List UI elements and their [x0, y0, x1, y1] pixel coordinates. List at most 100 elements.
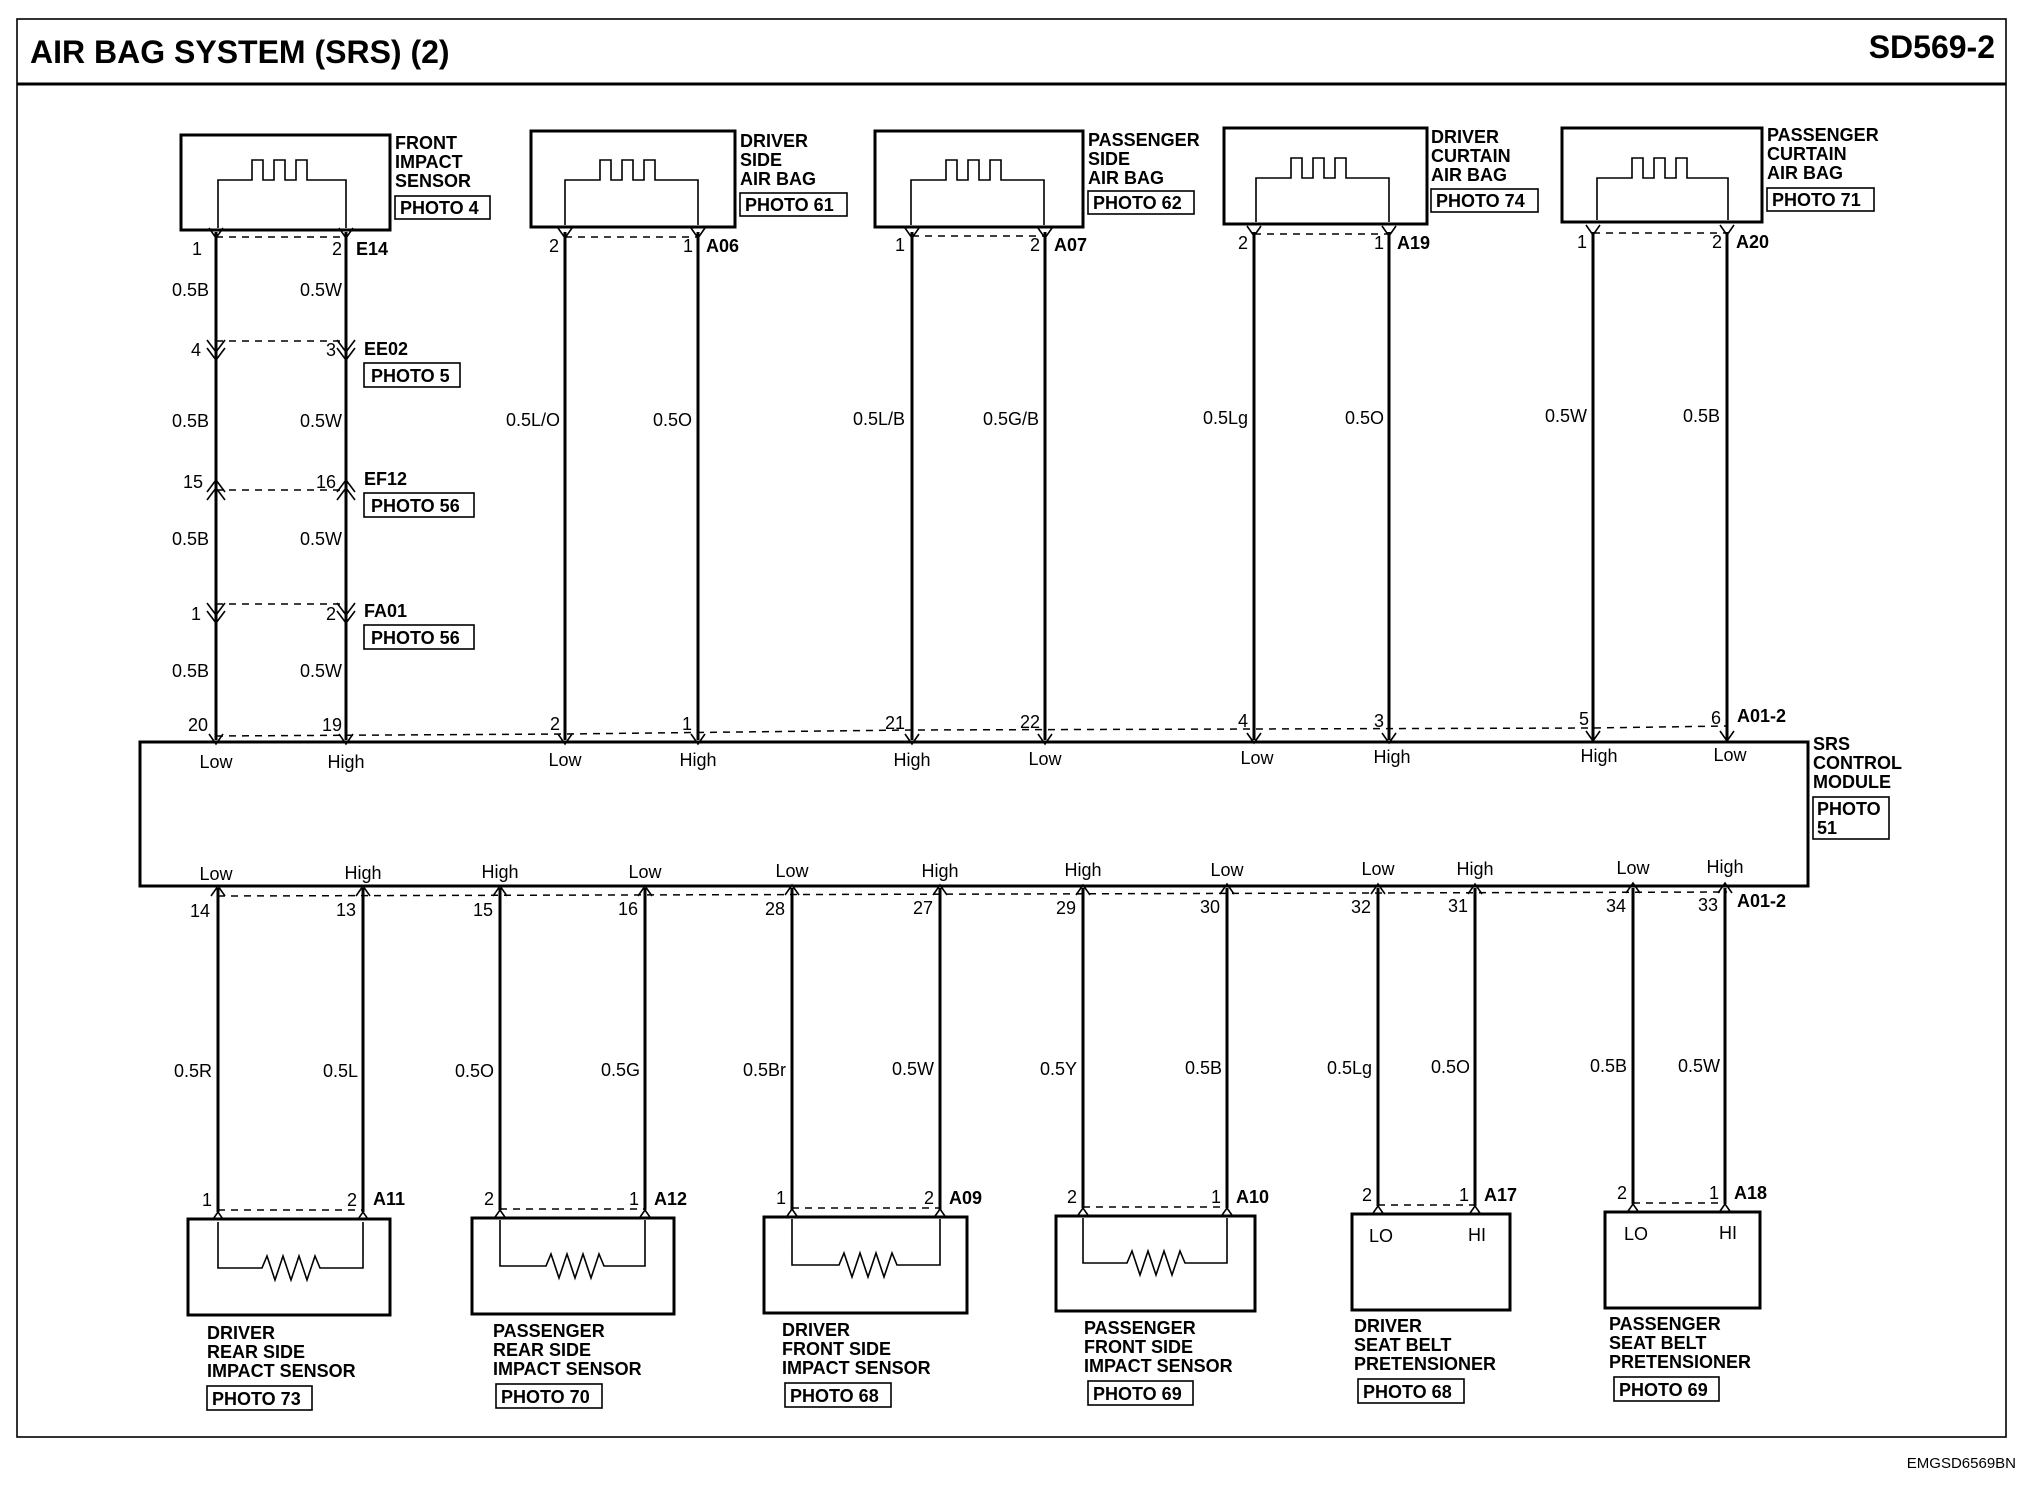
srs-control-module: SRS CONTROL MODULE PHOTO 51 A01-2 20 19 …: [138, 706, 1902, 921]
svg-text:PHOTO: PHOTO: [1817, 799, 1881, 819]
svg-text:High: High: [921, 861, 958, 881]
bottom-wire-labels: 0.5R 0.5L 0.5O 0.5G 0.5Br 0.5W 0.5Y 0.5B…: [174, 1056, 1720, 1081]
svg-text:MODULE: MODULE: [1813, 772, 1891, 792]
svg-text:5: 5: [1579, 709, 1589, 729]
page-code: SD569-2: [1869, 29, 1995, 65]
svg-text:2: 2: [1712, 232, 1722, 252]
svg-text:0.5W: 0.5W: [300, 411, 342, 431]
svg-text:PHOTO 69: PHOTO 69: [1619, 1380, 1708, 1400]
svg-text:CURTAIN: CURTAIN: [1431, 146, 1511, 166]
svg-text:Low: Low: [1028, 749, 1062, 769]
top-component-driver-curtain-air-bag: DRIVER CURTAIN AIR BAG PHOTO 74: [1222, 126, 1539, 226]
svg-text:0.5B: 0.5B: [172, 280, 209, 300]
svg-text:Low: Low: [775, 861, 809, 881]
svg-text:A10: A10: [1236, 1187, 1269, 1207]
svg-text:High: High: [327, 752, 364, 772]
svg-text:2: 2: [326, 604, 336, 624]
svg-text:A01-2: A01-2: [1737, 706, 1786, 726]
svg-text:PHOTO 73: PHOTO 73: [212, 1389, 301, 1409]
svg-text:A17: A17: [1484, 1185, 1517, 1205]
svg-text:PASSENGER: PASSENGER: [1609, 1314, 1721, 1334]
svg-text:High: High: [679, 750, 716, 770]
svg-text:Low: Low: [1713, 745, 1747, 765]
svg-text:0.5Lg: 0.5Lg: [1327, 1058, 1372, 1078]
svg-text:15: 15: [473, 900, 493, 920]
svg-text:DRIVER: DRIVER: [782, 1320, 850, 1340]
svg-text:30: 30: [1200, 897, 1220, 917]
svg-text:LO: LO: [1369, 1226, 1393, 1246]
svg-text:PHOTO 74: PHOTO 74: [1436, 191, 1525, 211]
bottom-component-passenger-rear-side-impact-sensor: 2 1 A12 PASSENGER REAR SIDE IMPACT SENSO…: [470, 1189, 687, 1409]
svg-text:0.5W: 0.5W: [300, 280, 342, 300]
footer-code: EMGSD6569BN: [1907, 1455, 2016, 1472]
svg-text:High: High: [893, 750, 930, 770]
svg-text:IMPACT SENSOR: IMPACT SENSOR: [493, 1359, 642, 1379]
svg-text:1: 1: [192, 239, 202, 259]
svg-text:6: 6: [1711, 708, 1721, 728]
svg-text:SEAT BELT: SEAT BELT: [1354, 1335, 1451, 1355]
svg-text:A01-2: A01-2: [1737, 891, 1786, 911]
svg-text:0.5L/O: 0.5L/O: [506, 410, 560, 430]
svg-text:0.5Y: 0.5Y: [1040, 1059, 1077, 1079]
top-component-passenger-curtain-air-bag: PASSENGER CURTAIN AIR BAG PHOTO 71: [1560, 125, 1879, 224]
svg-text:High: High: [1373, 747, 1410, 767]
svg-text:0.5B: 0.5B: [1683, 406, 1720, 426]
top-wire-labels: 0.5L/O 0.5O 0.5L/B 0.5G/B 0.5Lg 0.5O 0.5…: [506, 406, 1720, 430]
svg-text:2: 2: [1617, 1183, 1627, 1203]
svg-text:4: 4: [1238, 711, 1248, 731]
svg-text:0.5L/B: 0.5L/B: [853, 409, 905, 429]
svg-text:1: 1: [895, 235, 905, 255]
svg-text:1: 1: [1577, 232, 1587, 252]
svg-text:AIR BAG: AIR BAG: [1431, 165, 1507, 185]
svg-text:20: 20: [188, 715, 208, 735]
svg-text:0.5B: 0.5B: [172, 661, 209, 681]
svg-text:E14: E14: [356, 239, 388, 259]
svg-text:A07: A07: [1054, 235, 1087, 255]
svg-text:A12: A12: [654, 1189, 687, 1209]
top-connector-pins: 1 2 E14 2 1 A06 1 2 A07 2 1 A19 1 2 A20: [192, 224, 1769, 259]
svg-text:0.5W: 0.5W: [300, 661, 342, 681]
svg-text:A09: A09: [949, 1188, 982, 1208]
svg-text:0.5W: 0.5W: [1545, 406, 1587, 426]
svg-text:HI: HI: [1468, 1225, 1486, 1245]
svg-text:0.5O: 0.5O: [653, 410, 692, 430]
svg-text:Low: Low: [1240, 748, 1274, 768]
svg-text:IMPACT SENSOR: IMPACT SENSOR: [1084, 1356, 1233, 1376]
svg-text:FRONT SIDE: FRONT SIDE: [782, 1339, 891, 1359]
svg-text:2: 2: [550, 714, 560, 734]
svg-text:2: 2: [1067, 1187, 1077, 1207]
svg-text:32: 32: [1351, 897, 1371, 917]
svg-text:1: 1: [1374, 233, 1384, 253]
svg-text:2: 2: [1030, 235, 1040, 255]
svg-text:2: 2: [332, 239, 342, 259]
svg-text:Low: Low: [199, 752, 233, 772]
svg-text:0.5B: 0.5B: [1185, 1058, 1222, 1078]
front-sensor-chain: 4 3 EE02 PHOTO 5 15 16 EF12 PHOTO 56 1 2…: [172, 280, 475, 681]
svg-text:FRONT SIDE: FRONT SIDE: [1084, 1337, 1193, 1357]
bottom-wires: [216, 888, 1727, 1212]
svg-text:2: 2: [549, 236, 559, 256]
svg-text:High: High: [1580, 746, 1617, 766]
svg-text:14: 14: [190, 901, 210, 921]
svg-text:0.5L: 0.5L: [323, 1061, 358, 1081]
svg-text:PHOTO 61: PHOTO 61: [745, 195, 834, 215]
svg-text:DRIVER: DRIVER: [1354, 1316, 1422, 1336]
top-component-front-impact-sensor: FRONT IMPACT SENSOR PHOTO 4: [179, 133, 491, 232]
svg-text:16: 16: [618, 899, 638, 919]
svg-text:High: High: [1456, 859, 1493, 879]
svg-text:PASSENGER: PASSENGER: [493, 1321, 605, 1341]
bottom-component-driver-rear-side-impact-sensor: 1 2 A11 DRIVER REAR SIDE IMPACT SENSOR P…: [186, 1189, 405, 1411]
svg-text:31: 31: [1448, 896, 1468, 916]
svg-text:1: 1: [1709, 1183, 1719, 1203]
svg-text:0.5B: 0.5B: [172, 411, 209, 431]
bottom-component-driver-seat-belt-pretensioner: 2 1 A17 LO HI DRIVER SEAT BELT PRETENSIO…: [1350, 1185, 1517, 1404]
bottom-component-driver-front-side-impact-sensor: 1 2 A09 DRIVER FRONT SIDE IMPACT SENSOR …: [762, 1188, 982, 1408]
svg-text:PRETENSIONER: PRETENSIONER: [1609, 1352, 1751, 1372]
svg-text:HI: HI: [1719, 1223, 1737, 1243]
svg-text:SEAT BELT: SEAT BELT: [1609, 1333, 1706, 1353]
svg-text:REAR SIDE: REAR SIDE: [493, 1340, 591, 1360]
svg-text:FA01: FA01: [364, 601, 407, 621]
svg-text:A11: A11: [373, 1189, 405, 1209]
svg-text:21: 21: [885, 713, 905, 733]
svg-text:Low: Low: [1616, 858, 1650, 878]
